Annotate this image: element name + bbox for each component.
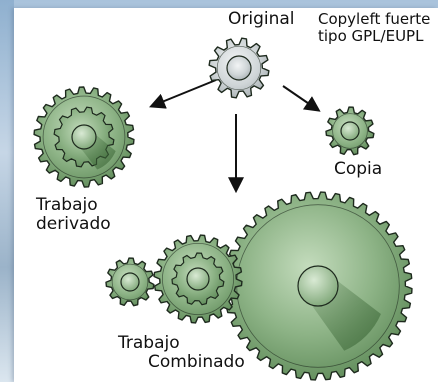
label-copyleft-line2: tipo GPL/EUPL <box>318 28 430 45</box>
label-trabajo-combinado: Trabajo Combinado <box>118 334 245 372</box>
gear-combinado-small-icon <box>106 258 154 306</box>
label-original: Original <box>228 10 295 29</box>
label-derivado-line1: Trabajo <box>36 196 111 215</box>
label-combinado-line1: Trabajo <box>118 334 245 353</box>
label-copyleft-line1: Copyleft fuerte <box>318 11 430 28</box>
gear-combinado-large-icon <box>224 192 412 380</box>
arrow-to-copia <box>283 86 318 110</box>
gear-original-icon <box>209 38 269 98</box>
label-copia: Copia <box>334 160 382 179</box>
gear-combinado-medium-icon <box>154 235 242 323</box>
label-combinado-line2: Combinado <box>118 353 245 372</box>
label-derivado-line2: derivado <box>36 215 111 234</box>
gear-derivado-icon <box>34 87 134 187</box>
label-trabajo-derivado: Trabajo derivado <box>36 196 111 234</box>
gear-copia-icon <box>326 107 374 155</box>
label-copyleft: Copyleft fuerte tipo GPL/EUPL <box>318 11 430 45</box>
arrow-to-derivado <box>152 80 216 106</box>
